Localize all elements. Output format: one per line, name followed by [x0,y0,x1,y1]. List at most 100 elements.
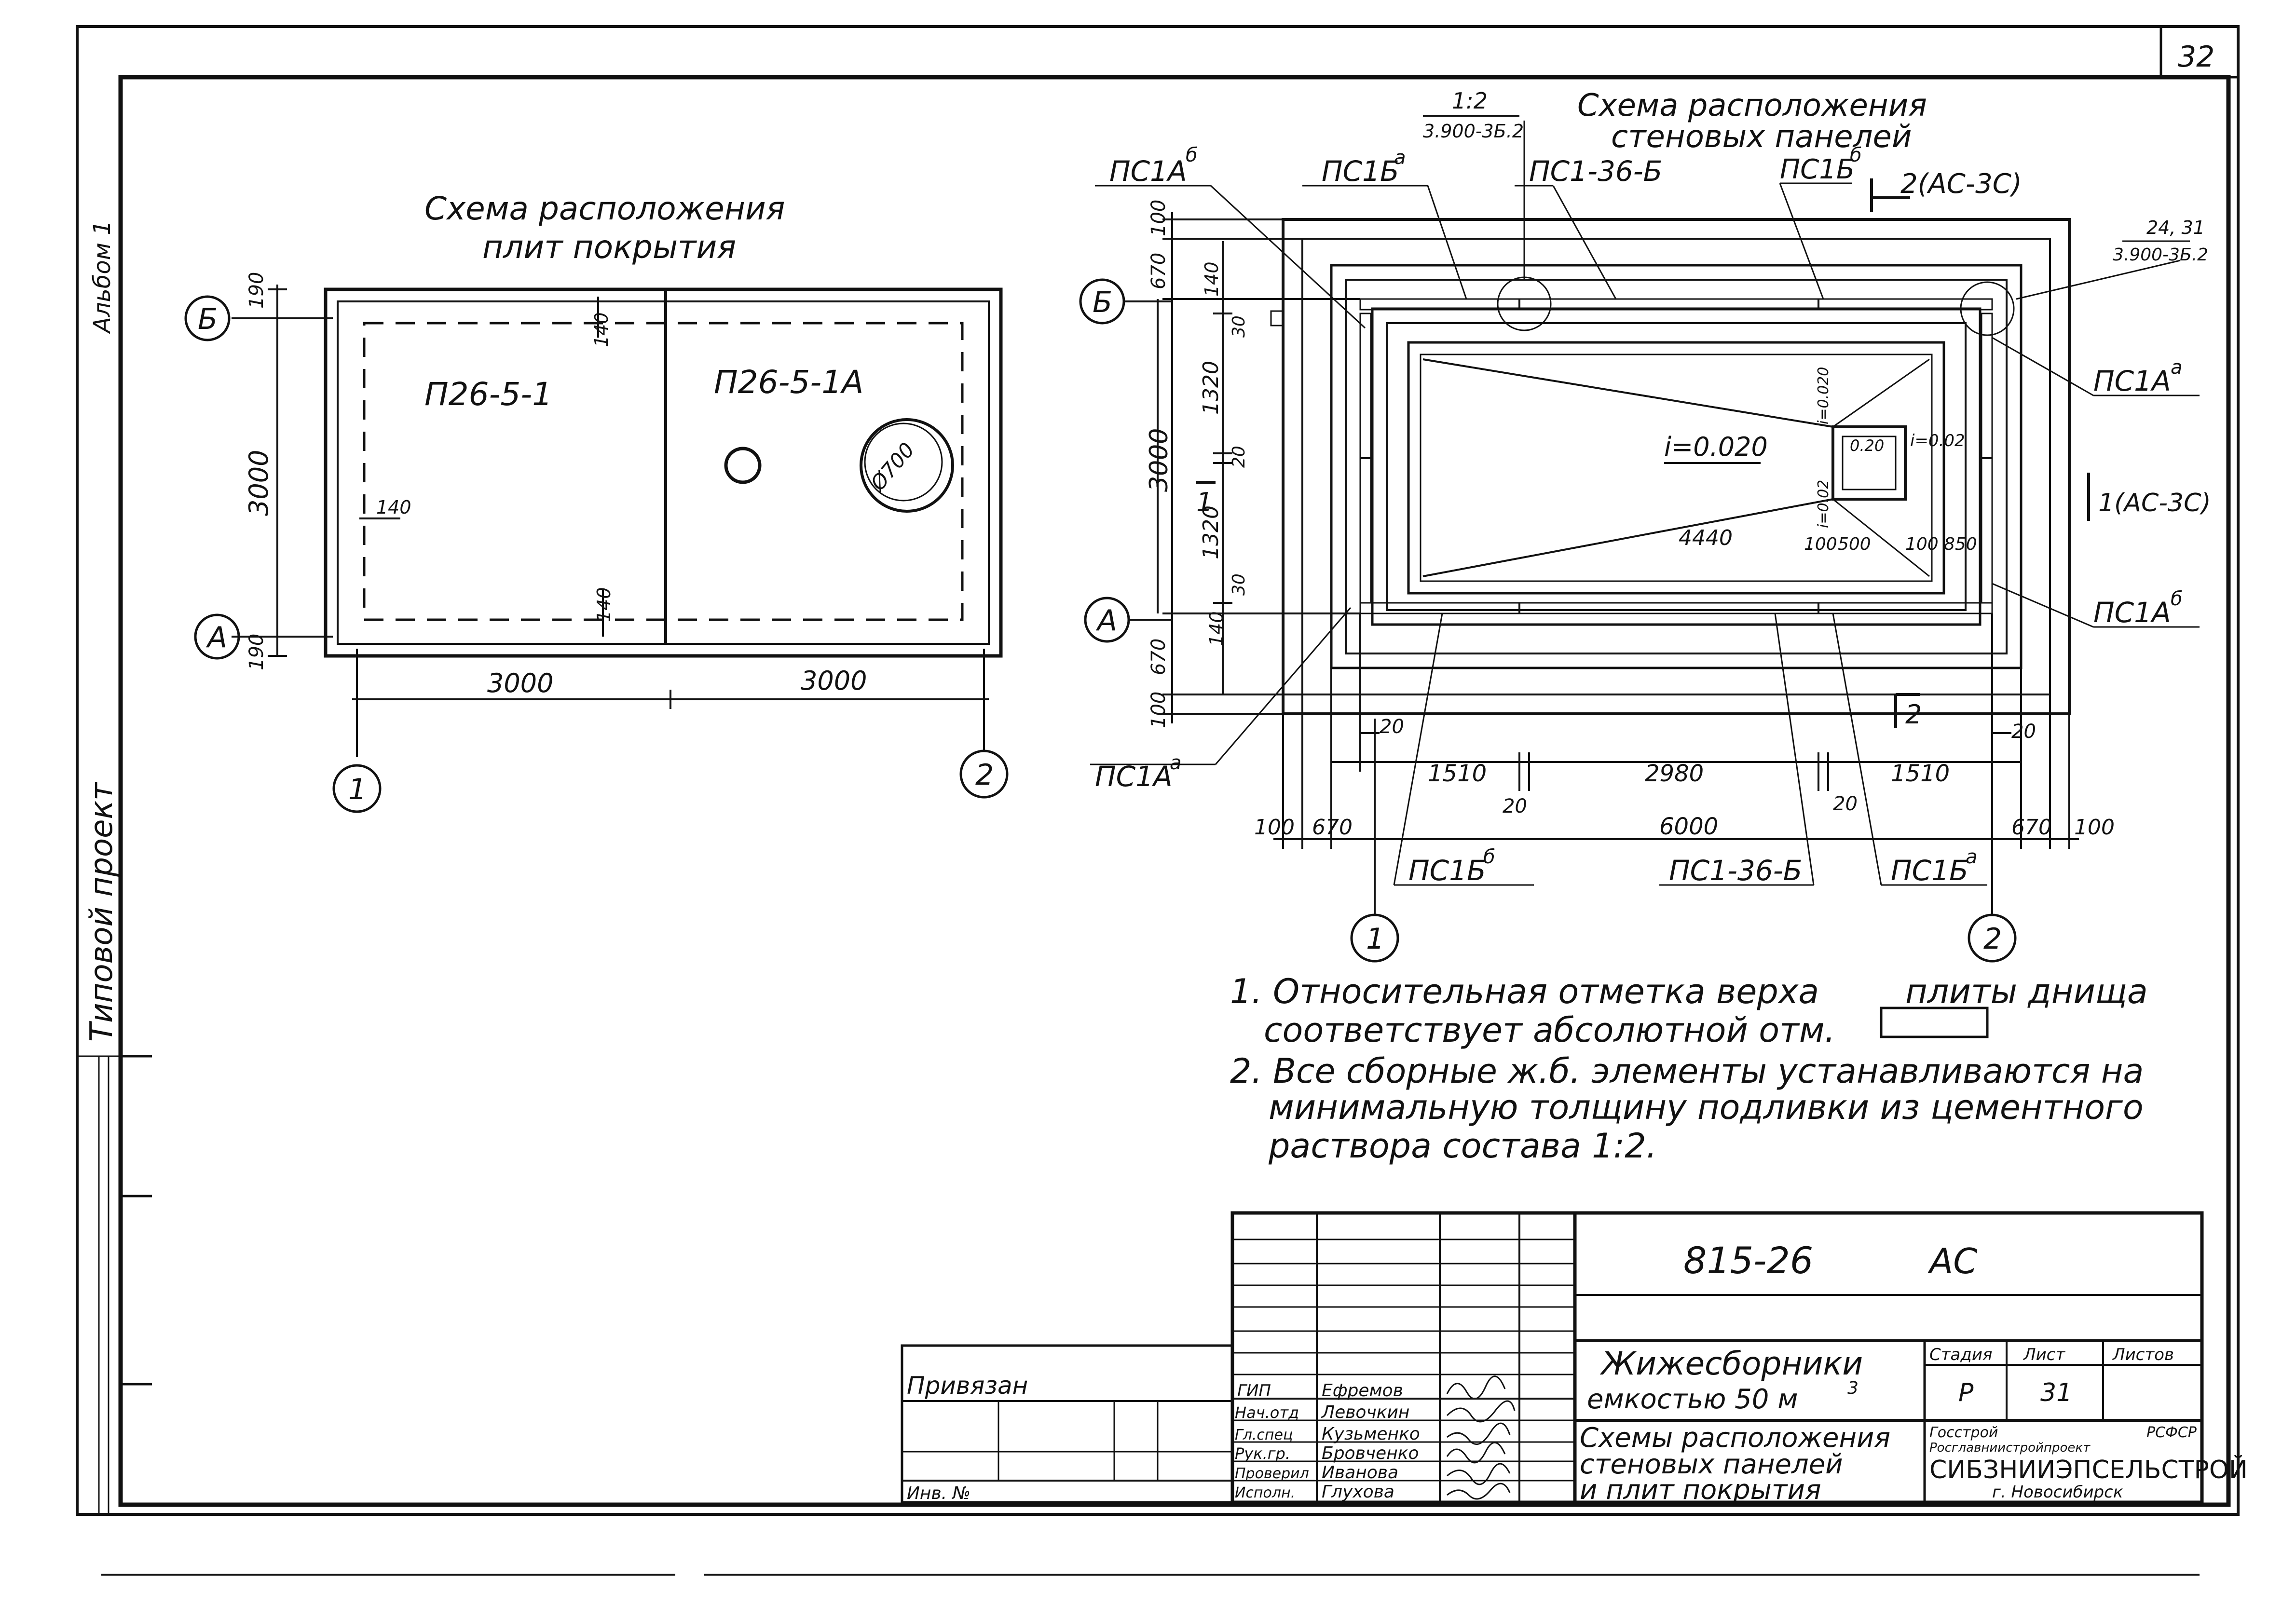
panel-label-bottom-36: ПС1-36-Б [1669,854,1802,887]
vdim-3000: 3000 [1145,428,1174,492]
svg-text:а: а [1170,752,1182,774]
name-checked: Иванова [1322,1463,1398,1483]
vdim-30-top: 30 [1229,315,1249,338]
note-1-line-a: 1. Относительная отметка верха [1230,972,1819,1011]
role-checked: Проверил [1235,1465,1309,1482]
roof-dim-190-top: 190 [246,272,268,309]
vdim-670-bottom: 670 [1148,639,1170,675]
wall-horizontal-dim-lines [1273,613,2079,849]
svg-text:ПС1Б: ПС1Б [1408,854,1486,887]
svg-text:а: а [1394,147,1406,169]
wall-title-line2: стеновых панелей [1611,119,1912,155]
section-2-label: 2(АС-3С) [1900,168,2022,200]
roof-axis-2: 2 [975,758,994,792]
roof-dim-190-bottom: 190 [246,634,268,670]
slab-label-left: П26-5-1 [424,376,552,413]
org-line5: г. Новосибирск [1992,1483,2123,1502]
dim-4440: 4440 [1679,526,1733,550]
role-group-lead: Рук.гр. [1235,1444,1290,1463]
hdim-100-left: 100 [1254,815,1295,840]
roof-axes [232,285,989,757]
roof-axis-b: Б [198,302,218,336]
roof-title-line2: плит покрытия [482,229,736,266]
note-1-line-c: соответствует абсолютной отм. [1264,1010,1835,1050]
wall-vertical-dim-lines [1157,212,1360,723]
svg-text:ПС1Б: ПС1Б [1322,155,1399,188]
svg-text:б: б [2171,588,2183,610]
roof-axis-bubbles [184,295,1009,813]
title-block: Привязан Инв. № ГИП Нач.отд Гл.спец Рук.… [901,1211,2248,1506]
section-2-mark-bottom: 2 [1905,699,1922,730]
sheet-value: 31 [2040,1378,2072,1407]
sheets-header: Листов [2112,1345,2174,1364]
vdim-1320-bottom: 1320 [1199,505,1223,559]
hdim-2980: 2980 [1645,760,1704,787]
project-title-superscript: 3 [1847,1378,1859,1398]
note-2-line-a: 2. Все сборные ж.б. элементы устанавлива… [1230,1051,2144,1091]
svg-text:а: а [1966,846,1978,868]
dim-pit-500: 500 [1838,534,1871,554]
hdim-20-mid-right: 20 [1833,793,1858,815]
org-line1: Госстрой [1929,1424,1998,1441]
vdim-30-bottom: 30 [1229,573,1249,596]
dim-pit-850: 850 [1944,534,1977,554]
roof-dim-3000-vertical: 3000 [244,450,274,516]
vdim-100-top: 100 [1148,200,1170,236]
roof-outline [324,287,1003,658]
svg-text:б: б [1850,144,1862,166]
vdim-100-bottom: 100 [1148,692,1170,728]
vdim-670-top: 670 [1148,253,1170,289]
svg-text:ПС1Б: ПС1Б [1891,854,1968,887]
pit-slope-vertical-lower: i=0.02 [1815,480,1832,528]
sheet-header: Лист [2023,1345,2065,1364]
roof-dim-140-left: 140 [376,497,411,518]
panel-label-top-36: ПС1-36-Б [1529,155,1662,188]
hdim-20-right: 20 [2011,721,2036,743]
slab-label-right: П26-5-1А [714,364,863,401]
panel-label-left-a: ПС1А а [1095,752,1182,793]
org-line4: СИБЗНИИЭПСЕЛЬСТРОЙ [1929,1455,2248,1484]
signatures [1446,1375,1516,1500]
wall-title-line1: Схема расположения [1577,88,1927,123]
role-head-dept: Нач.отд [1235,1403,1299,1422]
pit-dimension: 0.20 [1850,436,1884,455]
svg-text:б: б [1186,144,1198,166]
roof-dim-3000-left: 3000 [487,668,553,698]
hdim-1510-right: 1510 [1891,760,1950,787]
hdim-6000: 6000 [1659,813,1718,840]
hdim-20-left: 20 [1380,716,1404,738]
roof-dim-140-bottom: 140 [593,587,615,622]
project-title-line2: емкостью 50 м [1587,1384,1798,1415]
hdim-20-mid-left: 20 [1503,795,1527,817]
absolute-elevation-box [1880,1007,1989,1038]
role-executor: Исполн. [1235,1484,1295,1501]
svg-text:ПС1А: ПС1А [2093,365,2171,397]
section-cuts [1196,178,2090,728]
notes: 1. Относительная отметка верха плиты дни… [1230,972,2148,1166]
panel-label-top-b-a: ПС1Б а [1322,147,1406,188]
note-2-line-c: раствора состава 1:2. [1268,1126,1657,1166]
note-1-line-b: плиты днища [1905,972,2148,1011]
floor-slope-label: i=0.020 [1664,432,1768,462]
name-executor: Глухова [1322,1482,1394,1502]
pit-slope-horizontal: i=0.02 [1910,431,1965,450]
svg-text:ПС1Б: ПС1Б [1780,154,1855,185]
roof-dim-3000-right: 3000 [801,666,867,696]
scale-reference: 3.900-3Б.2 [1423,121,1524,142]
side-project-label: Типовой проект [84,782,120,1042]
note-2-line-b: минимальную толщину подливки из цементно… [1269,1088,2144,1127]
panel-label-bottom-b-a: ПС1Б а [1891,846,1978,887]
wall-axis-1: 1 [1366,922,1384,956]
tank-outlines [1270,218,2071,715]
svg-text:а: а [2171,356,2183,379]
name-group-lead: Бровченко [1322,1443,1419,1463]
org-line3: Росглавниистройпроект [1929,1441,2091,1455]
role-gip: ГИП [1237,1381,1271,1401]
vdim-140-top: 140 [1201,261,1222,297]
svg-text:ПС1А: ПС1А [1095,760,1173,793]
vdim-20: 20 [1229,446,1249,468]
inventory-number-label: Инв. № [907,1484,970,1503]
roof-axis-1: 1 [348,773,367,806]
sheet-number: 32 [2178,40,2214,74]
